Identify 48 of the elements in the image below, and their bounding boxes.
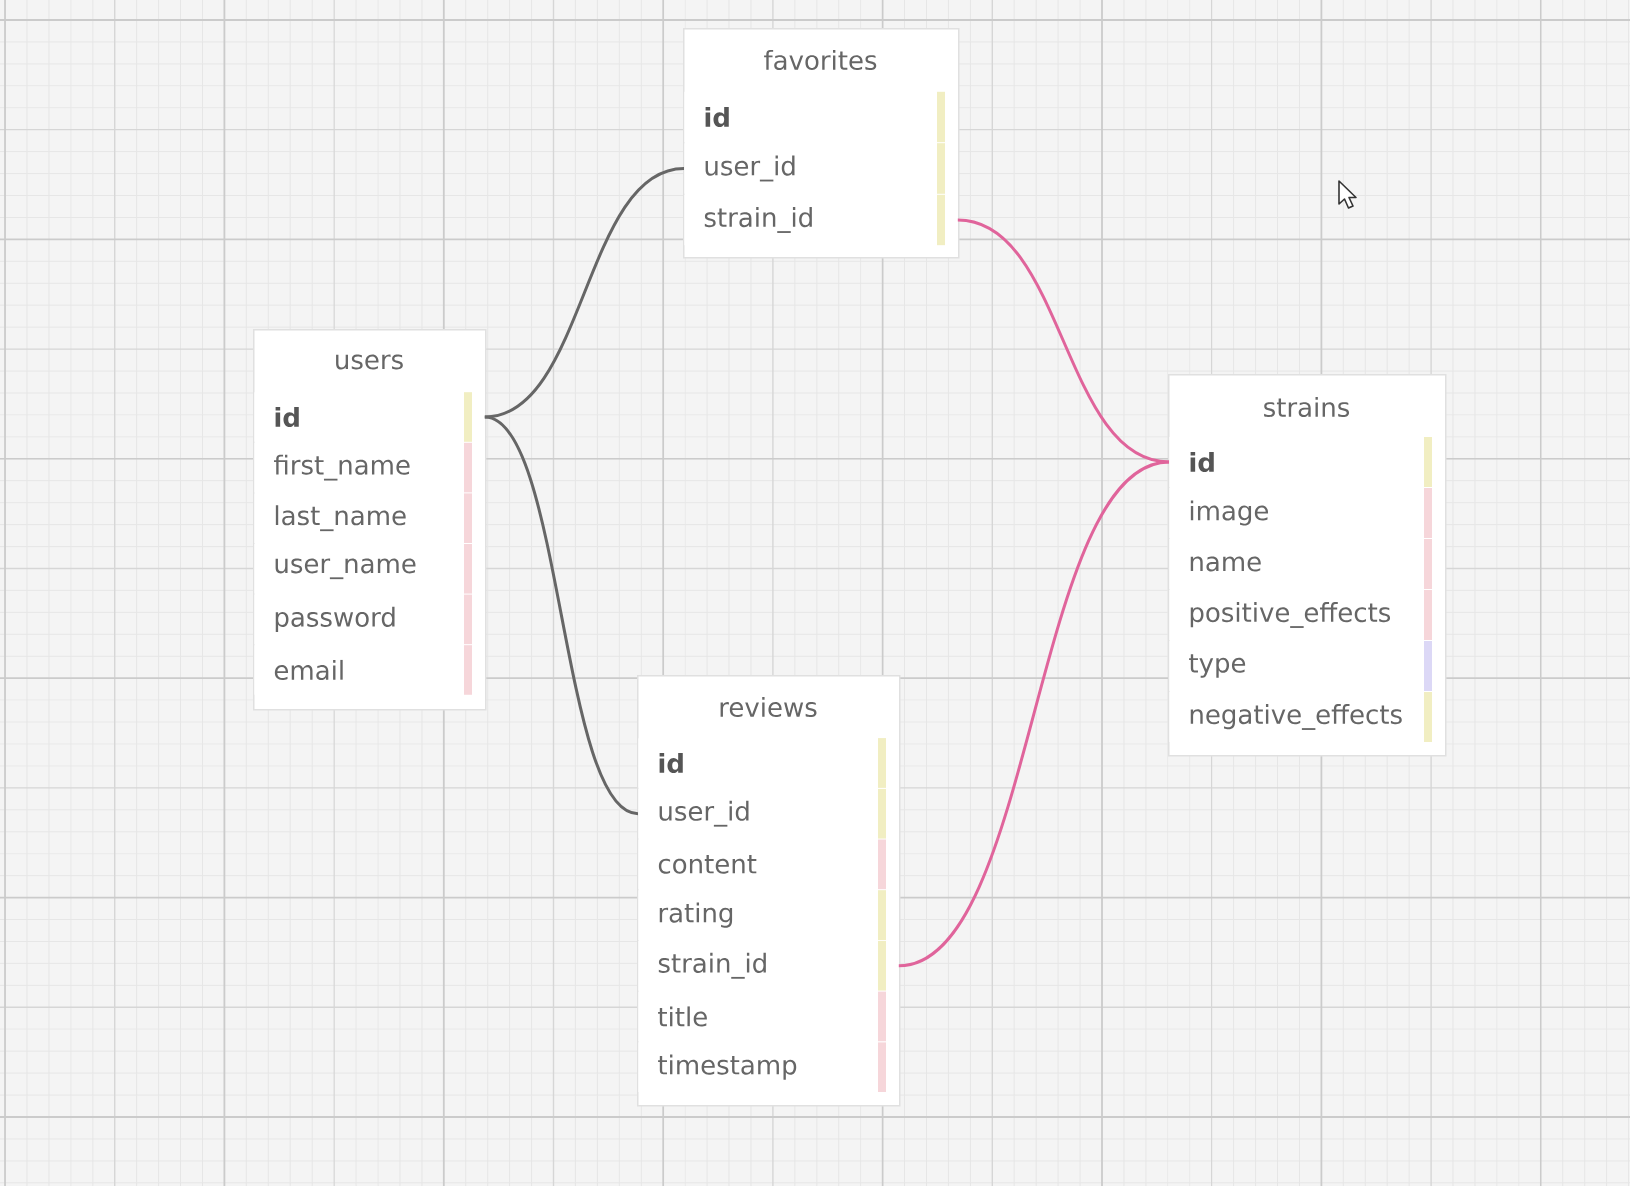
node-label: id <box>1190 451 1214 473</box>
field-row: image <box>1169 488 1445 538</box>
connector-line <box>957 218 1170 464</box>
field-row: negative_effects <box>1169 692 1445 742</box>
connector-line <box>484 415 639 816</box>
node-label: id <box>705 106 729 128</box>
node-label: type <box>1189 654 1246 678</box>
field-row: strain_id <box>684 194 958 246</box>
node-label: positive_effects <box>1190 602 1391 628</box>
field-row: id <box>254 392 485 442</box>
field-row: name <box>1169 539 1445 589</box>
node-label: image <box>1190 500 1269 526</box>
field-row: user_id <box>638 788 899 839</box>
field-row: id <box>684 91 958 143</box>
field-row: title <box>638 991 899 1042</box>
node-label: rating <box>659 902 733 928</box>
connector-line <box>484 167 685 419</box>
field-row: last_name <box>254 493 485 543</box>
field-row: user_id <box>684 143 958 194</box>
connector-line <box>898 460 1170 968</box>
node-label: name <box>1190 556 1261 572</box>
field-row: positive_effects <box>1169 590 1445 640</box>
node-label: last_name <box>275 505 406 532</box>
node-label: id <box>275 406 299 428</box>
field-row: timestamp <box>638 1042 899 1093</box>
node-label: title <box>658 1006 707 1027</box>
node-label: user_name <box>275 558 416 580</box>
node-label: email <box>274 659 343 681</box>
node-label: password <box>275 606 395 632</box>
field-row: id <box>638 738 899 788</box>
field-row: email <box>254 645 485 695</box>
node-label: strain_id <box>658 952 766 979</box>
node-label: user_id <box>659 800 749 827</box>
field-row: user_name <box>254 544 485 594</box>
node-label: first_name <box>274 454 410 481</box>
field-row: id <box>1169 437 1445 487</box>
node-label: negative_effects <box>1190 704 1402 730</box>
node-label: content <box>658 855 757 874</box>
node-label: user_id <box>705 155 795 182</box>
field-row: strain_id <box>638 940 899 991</box>
field-row: first_name <box>254 442 485 493</box>
field-row: rating <box>638 890 899 940</box>
node-label: id <box>659 752 683 774</box>
field-row: type <box>1169 641 1445 691</box>
field-row: password <box>254 594 485 645</box>
node-label: timestamp <box>658 1054 797 1080</box>
field-row: content <box>638 839 899 890</box>
node-label: strain_id <box>704 207 812 233</box>
